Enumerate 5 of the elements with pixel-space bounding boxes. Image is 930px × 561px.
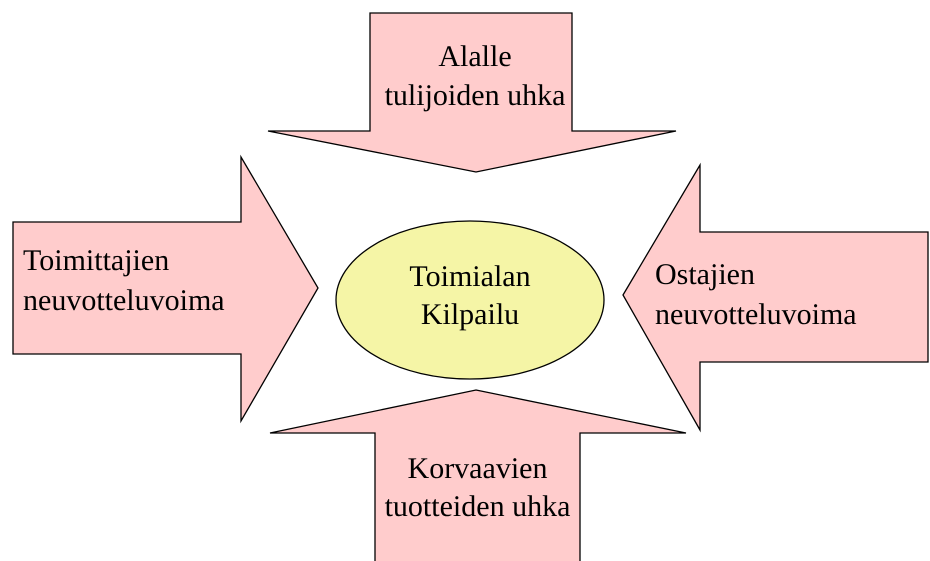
arrow-label: Korvaavien tuotteiden uhka: [384, 451, 572, 525]
arrow-label: Toimittajien neuvotteluvoima: [23, 243, 226, 319]
arrow-label: Ostajien neuvotteluvoima: [655, 257, 858, 333]
arrow-label: Alalle tulijoiden uhka: [384, 39, 566, 114]
ellipse-label: Toimialan Kilpailu: [408, 259, 532, 333]
